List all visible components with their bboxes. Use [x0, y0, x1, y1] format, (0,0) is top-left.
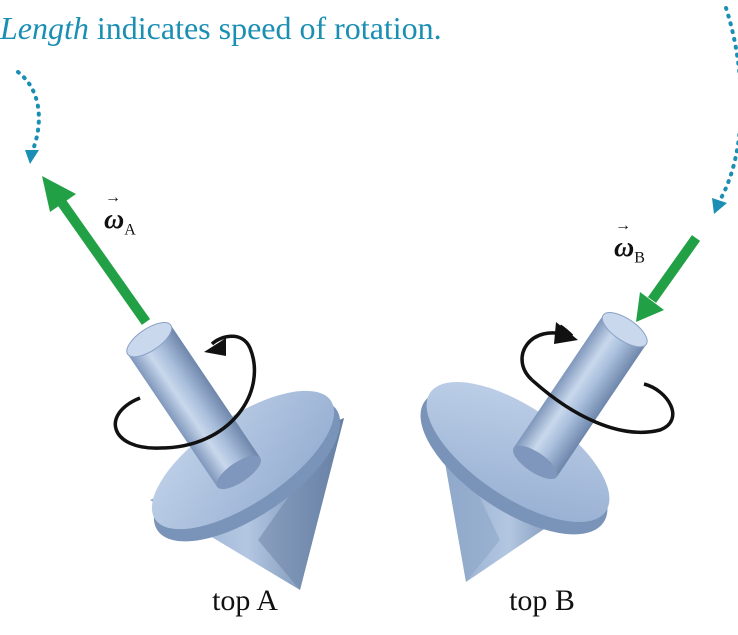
- top-b-label: top B: [509, 584, 575, 617]
- dotted-arrow-left-head: [25, 150, 39, 164]
- omega-b-symbol: ω: [614, 217, 634, 264]
- omega-b-label: ωB: [614, 217, 645, 268]
- omega-a-arrow-head: [42, 176, 76, 212]
- caption-emphasis: Length: [0, 10, 89, 46]
- rotation-ring-b-front: [530, 378, 675, 435]
- rotation-arrowhead-b: [554, 322, 578, 344]
- omega-a-symbol: ω: [104, 189, 124, 236]
- rotation-ring-a-back: [113, 396, 161, 450]
- omega-b-arrow-head: [636, 292, 664, 322]
- top-a: [113, 322, 344, 590]
- dotted-arrow-right: [718, 6, 738, 202]
- top-a-label: top A: [212, 584, 278, 617]
- rotation-arrowhead-a: [204, 338, 226, 356]
- top-b: [420, 312, 675, 582]
- caption-text: indicates speed of rotation.: [88, 10, 442, 46]
- omega-b-arrow-shaft: [647, 235, 701, 303]
- top-b-cylinder: [512, 312, 648, 480]
- top-a-cylinder: [126, 322, 262, 490]
- omega-a-label: ωA: [104, 189, 136, 240]
- dotted-arrow-right-head: [712, 198, 727, 214]
- dotted-arrow-left: [16, 70, 41, 154]
- caption: Length indicates speed of rotation.: [0, 10, 442, 47]
- rotation-ring-a-front: [159, 334, 257, 450]
- omega-a-subscript: A: [124, 221, 136, 239]
- omega-a-arrow-shaft: [55, 197, 151, 325]
- omega-b-subscript: B: [634, 249, 645, 267]
